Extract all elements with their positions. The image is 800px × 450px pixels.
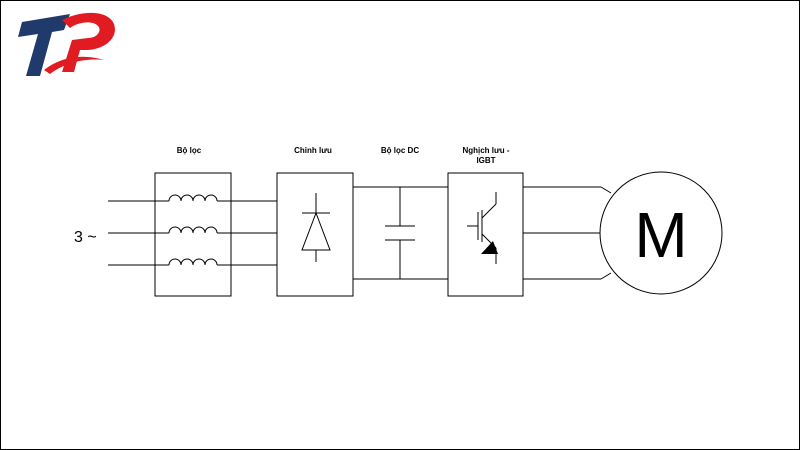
dc-filter-label: Bộ lọc DC <box>381 146 419 155</box>
dc-filter-bus <box>353 186 448 280</box>
tp-logo <box>18 12 115 76</box>
filter-block <box>154 172 232 297</box>
filter-label: Bộ lọc <box>177 146 202 155</box>
diode-icon <box>301 193 331 262</box>
input-label: 3 ~ <box>74 229 97 246</box>
rectifier-block <box>276 172 354 297</box>
inverter-label-line2: IGBT <box>476 156 495 165</box>
inverter-label-line1: Nghịch lưu - <box>462 146 509 155</box>
motor: M <box>599 171 723 295</box>
filter-to-rectifier-lines <box>231 200 277 266</box>
capacitor-icon <box>385 187 415 279</box>
inverter-block <box>447 172 524 297</box>
inductor-coils <box>155 194 231 266</box>
rectifier-label: Chỉnh lưu <box>294 146 332 155</box>
igbt-icon <box>467 192 498 264</box>
inverter-to-motor-lines <box>523 186 612 280</box>
motor-label: M <box>634 199 687 271</box>
input-lines <box>108 200 155 266</box>
